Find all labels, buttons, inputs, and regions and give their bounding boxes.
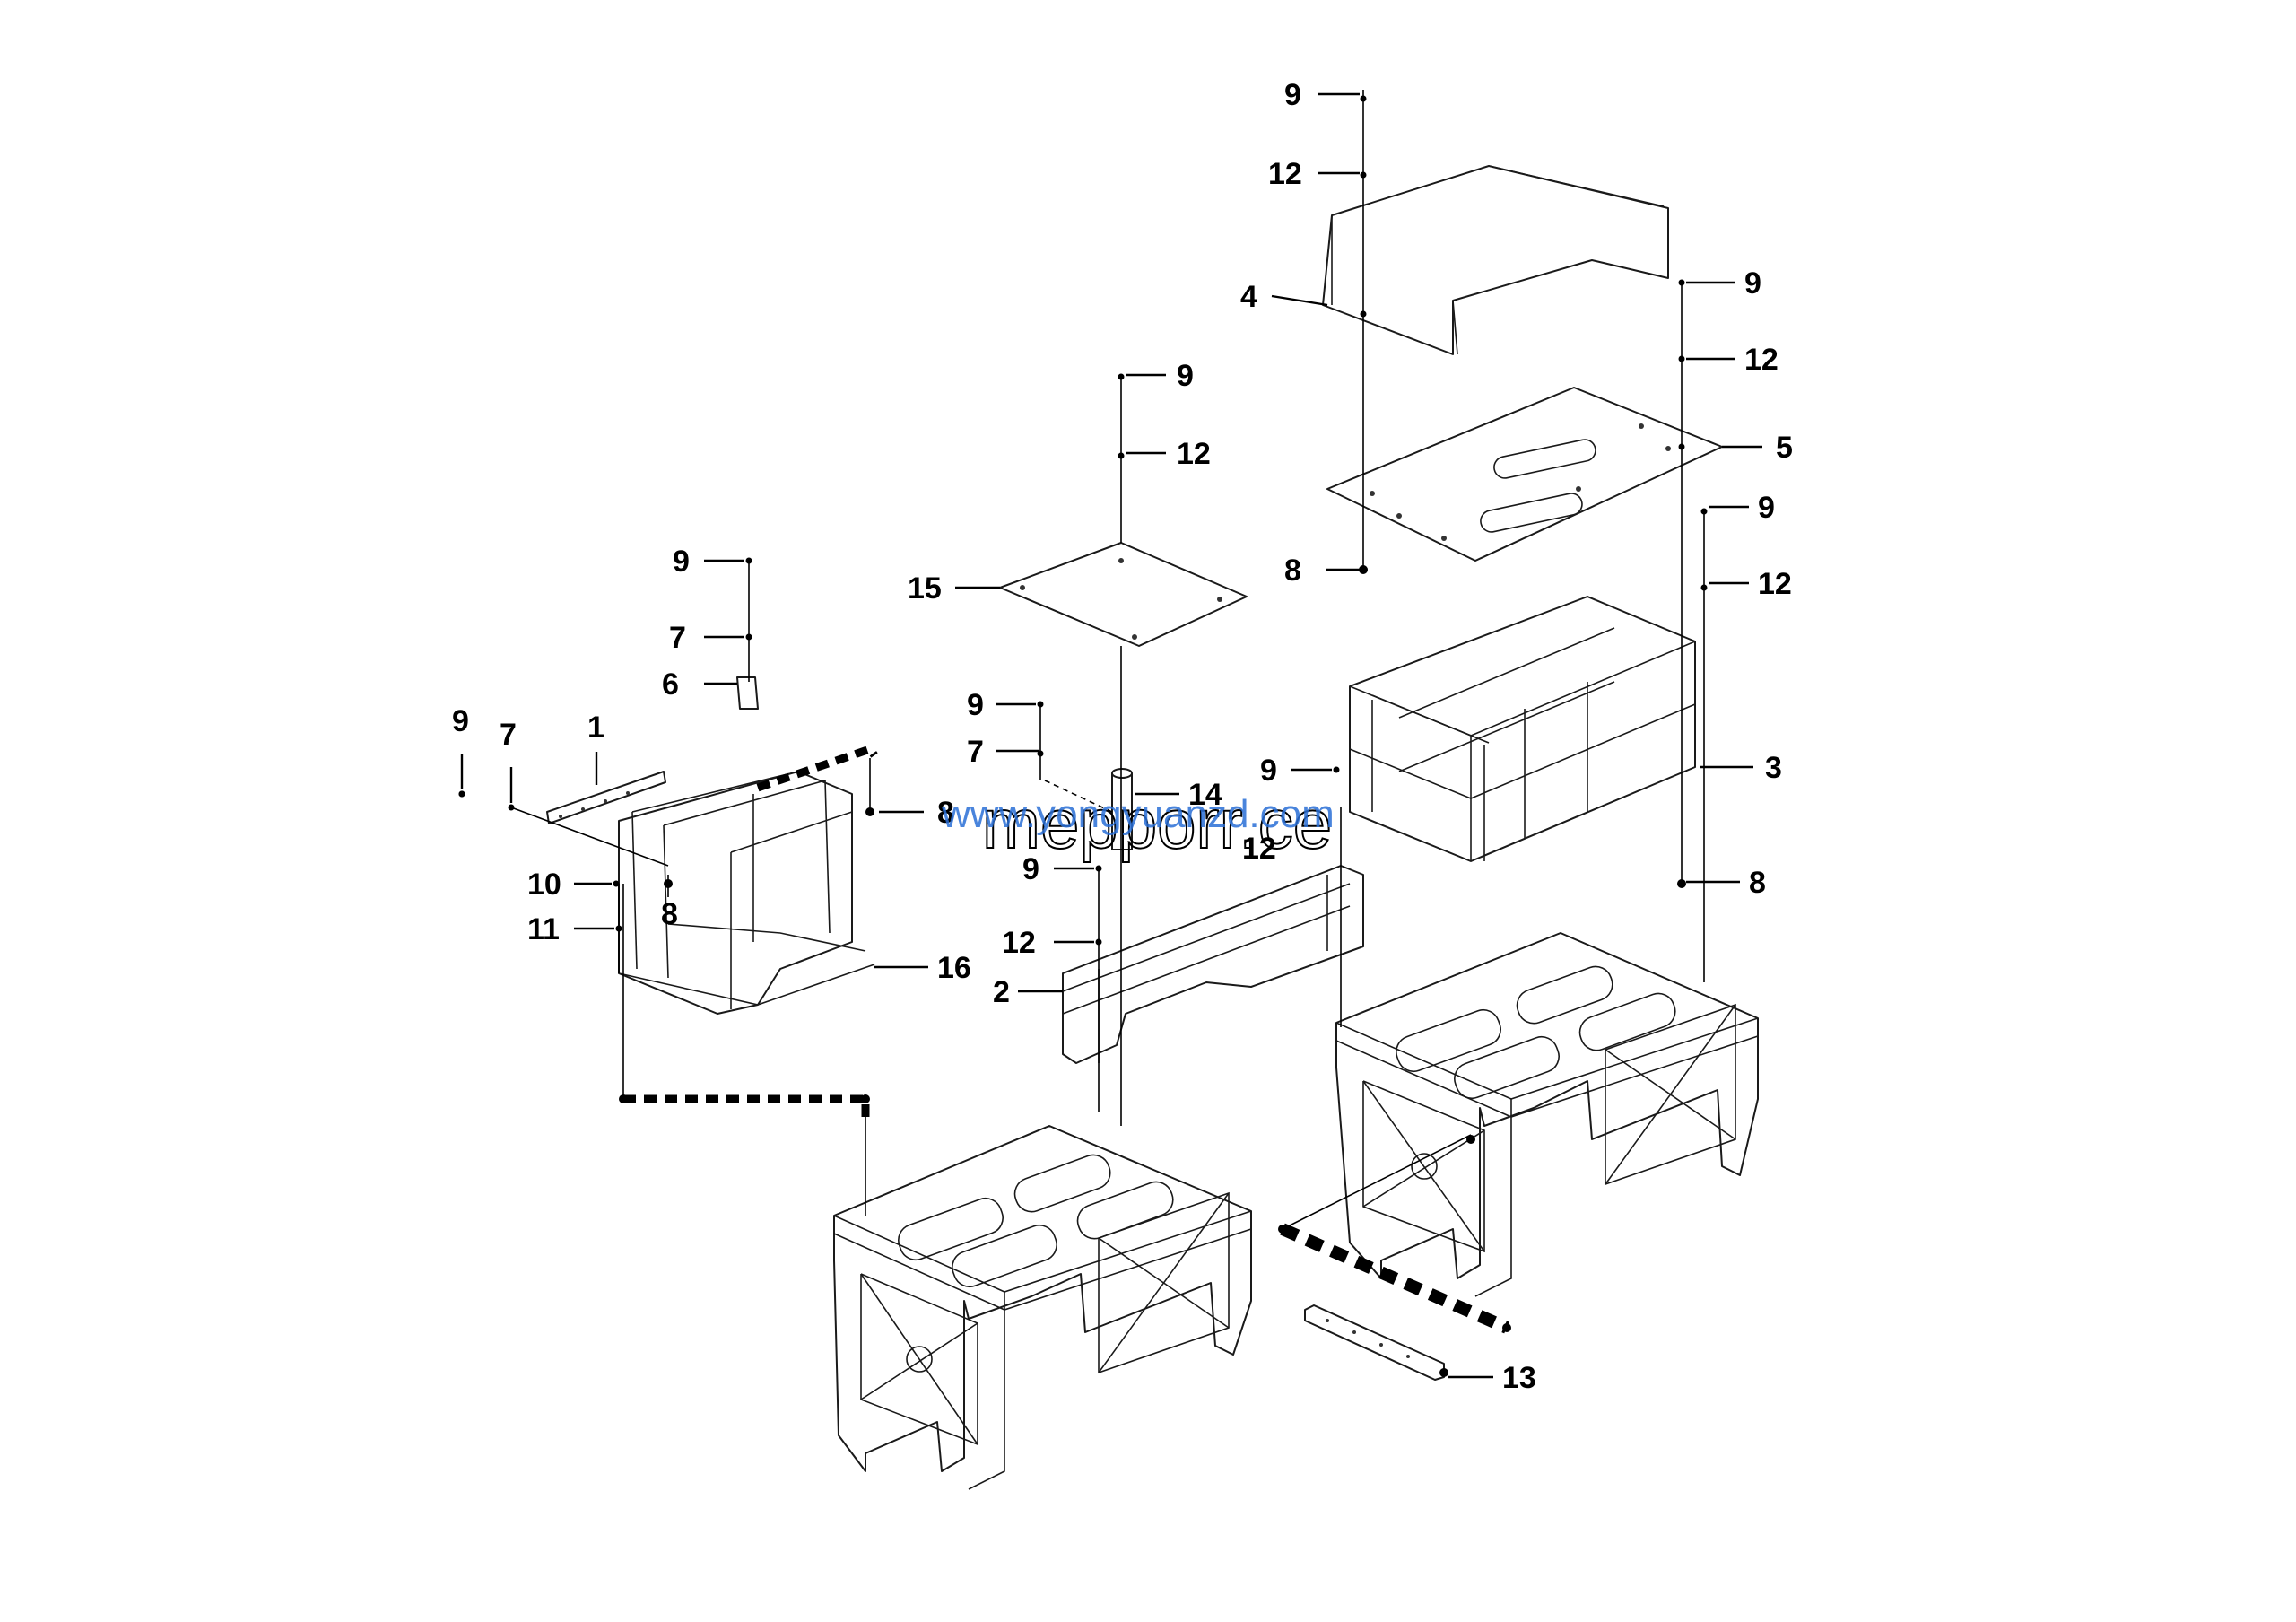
lower-right-stand	[1335, 932, 1759, 1297]
plate-part-15	[999, 542, 1248, 647]
callout-3: 3	[1765, 751, 1782, 785]
bracket-part-1	[546, 771, 666, 824]
callout-9-center-low: 9	[1022, 852, 1039, 886]
callout-8-left: 8	[661, 897, 678, 931]
callout-2: 2	[993, 975, 1010, 1009]
callout-8-mid: 8	[937, 796, 954, 830]
callout-1: 1	[587, 711, 604, 745]
callout-12-center-right: 12	[1242, 832, 1276, 866]
assembly-path-lines	[623, 744, 1509, 1334]
frame-assembly-part-3	[1349, 596, 1696, 862]
leader-lines	[510, 90, 1705, 1230]
callout-13: 13	[1502, 1361, 1536, 1395]
top-plate-part-5	[1326, 387, 1723, 562]
callout-9-center-mid: 9	[967, 688, 984, 722]
callout-7-left: 7	[500, 718, 517, 752]
bracket-part-13	[1304, 1304, 1445, 1381]
callout-12-center-low: 12	[1002, 926, 1036, 960]
callout-6: 6	[662, 667, 679, 702]
callout-12-top: 12	[1268, 157, 1302, 191]
callouts: 9 12 4 8 9 12 5 9 12 3 8 9 12 15 9 7 14	[452, 78, 1793, 1395]
bracket-part-6	[736, 676, 759, 710]
callout-14: 14	[1188, 778, 1222, 812]
callout-7-center: 7	[967, 735, 984, 769]
watermark: mepporr.ce www.yongyuanzd.com	[941, 783, 1335, 864]
top-cover-part-4	[1322, 165, 1669, 355]
lower-left-stand	[833, 1125, 1252, 1490]
callout-4: 4	[1240, 280, 1257, 314]
callout-16: 16	[937, 951, 971, 985]
watermark-url: www.yongyuanzd.com	[941, 792, 1335, 836]
callout-15: 15	[908, 571, 942, 606]
callout-7-left-top: 7	[669, 621, 686, 655]
callout-5: 5	[1776, 431, 1793, 465]
callout-12-center-top: 12	[1177, 437, 1211, 471]
callout-9-left: 9	[452, 704, 469, 738]
callout-9-left-top: 9	[673, 545, 690, 579]
callout-11: 11	[527, 912, 560, 946]
left-frame-part-16	[618, 771, 875, 1015]
callout-8-right: 8	[1749, 866, 1766, 900]
callout-12-right-a: 12	[1744, 343, 1779, 377]
callout-9-center-right: 9	[1260, 754, 1277, 788]
watermark-brand: mepporr.ce	[982, 784, 1332, 863]
beam-part-2	[1062, 865, 1364, 1064]
callout-9-top: 9	[1284, 78, 1301, 112]
callout-9-right-a: 9	[1744, 266, 1761, 301]
callout-10: 10	[527, 868, 561, 902]
callout-12-right-b: 12	[1758, 567, 1792, 601]
callout-8-top: 8	[1284, 554, 1301, 588]
callout-9-right-b: 9	[1758, 491, 1775, 525]
fastener-dots	[458, 95, 1708, 1377]
callout-9-center-top: 9	[1177, 359, 1194, 393]
